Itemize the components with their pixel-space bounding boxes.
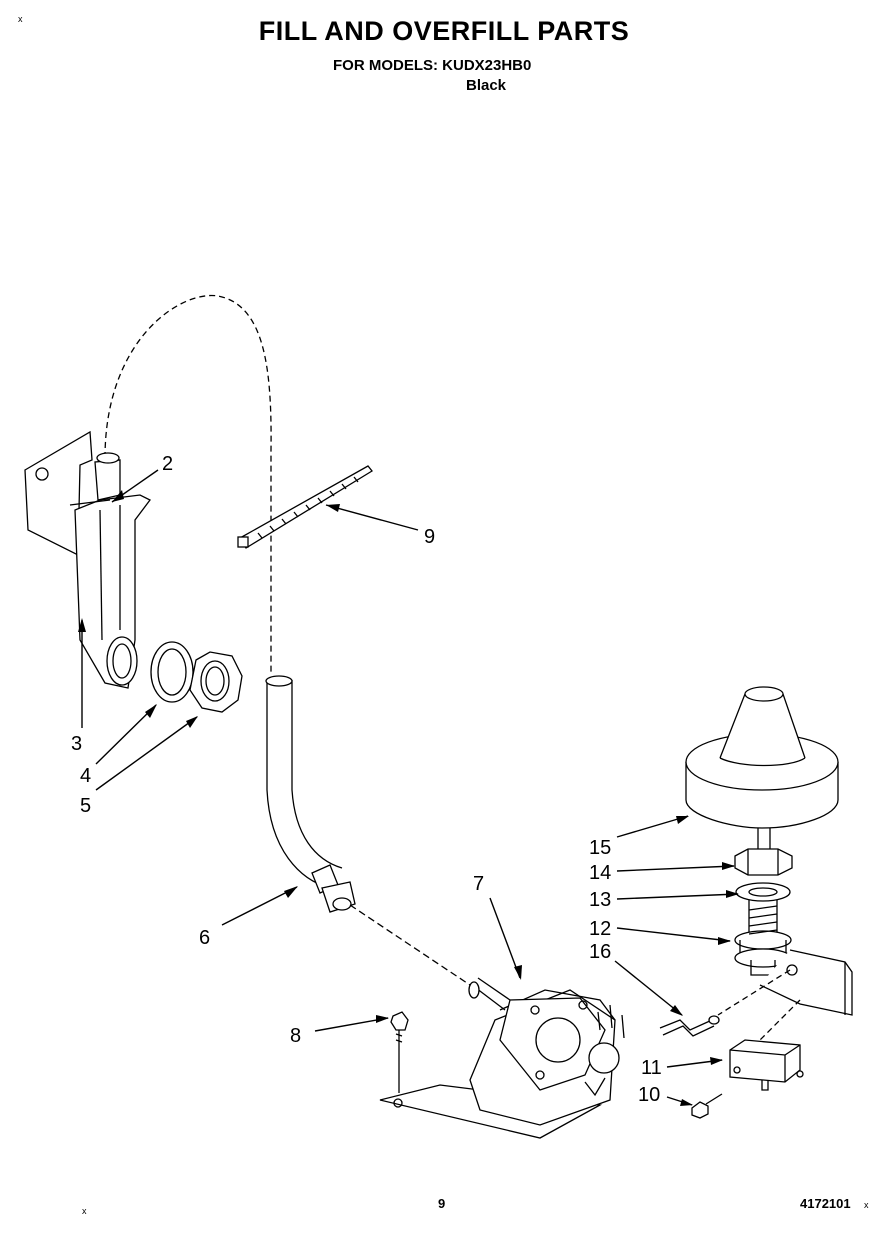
callout-4: 4 (80, 765, 91, 787)
switch-dashed (759, 999, 801, 1041)
corner-mark-bottom-right: x (864, 1200, 869, 1210)
gasket-part-4 (150, 641, 194, 703)
lever-dashed (717, 969, 791, 1016)
callout-10: 10 (638, 1084, 660, 1106)
fill-funnel-part-3 (24, 430, 151, 689)
nut-part-14 (734, 848, 793, 876)
callout-7: 7 (473, 873, 484, 895)
leader-lines (81, 469, 739, 1106)
callout-11: 11 (641, 1057, 662, 1079)
leader-8 (314, 1017, 389, 1032)
leader-16 (614, 960, 683, 1016)
washer-part-13 (735, 882, 791, 902)
float-stem (757, 828, 771, 852)
callout-3: 3 (71, 733, 82, 755)
corner-mark-top-left: x (18, 14, 23, 24)
color-label: Black (466, 77, 507, 94)
screw-part-10 (691, 1093, 723, 1119)
leader-13 (616, 893, 739, 900)
microswitch-part-11 (729, 1039, 804, 1091)
lever-pin-part-16 (659, 1015, 720, 1037)
page-title: FILL AND OVERFILL PARTS (258, 16, 630, 46)
leader-15 (616, 815, 689, 838)
hex-nut-part-5 (189, 651, 243, 713)
switch-actuator-part-12 (734, 900, 853, 1016)
page-number: 9 (438, 1196, 446, 1211)
models-line: FOR MODELS: KUDX23HB0 (333, 57, 532, 74)
leader-14 (616, 865, 735, 872)
leader-5 (95, 716, 198, 791)
hose-route-dashed (104, 294, 272, 672)
tie-strap-part-9 (237, 465, 373, 549)
screw-part-8 (390, 1011, 409, 1093)
leader-6 (221, 886, 298, 926)
callout-2: 2 (162, 453, 173, 475)
float-part-15 (685, 686, 839, 829)
callout-14: 14 (589, 862, 611, 884)
water-valve-part-7 (379, 977, 625, 1139)
hose-to-valve-dashed (349, 904, 471, 986)
corner-mark-bottom-left: x (82, 1206, 87, 1216)
callout-9: 9 (424, 526, 435, 548)
leader-7 (489, 897, 521, 979)
callout-12: 12 (589, 918, 611, 940)
leader-12 (616, 927, 731, 942)
leader-9 (325, 504, 419, 531)
hose-part-6 (265, 675, 356, 913)
leader-arrowheads (78, 490, 739, 1106)
callout-8: 8 (290, 1025, 301, 1047)
callout-6: 6 (199, 927, 210, 949)
callout-5: 5 (80, 795, 91, 817)
callout-16: 16 (589, 941, 611, 963)
leader-4 (95, 704, 157, 765)
callout-15: 15 (589, 837, 611, 859)
document-number: 4172101 (800, 1196, 851, 1211)
callout-13: 13 (589, 889, 611, 911)
